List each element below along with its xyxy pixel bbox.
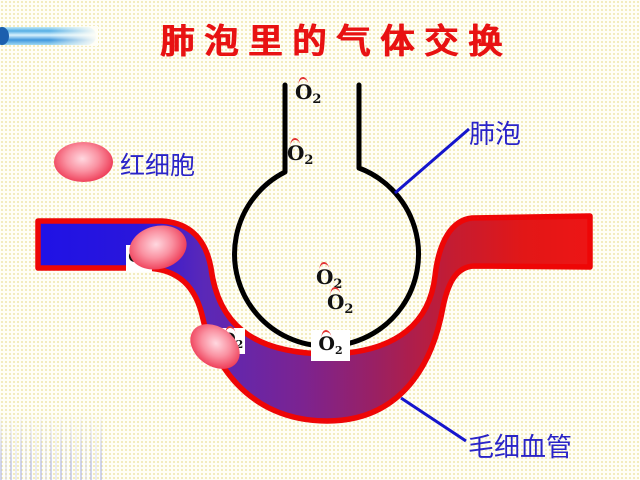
- decoration-bar: [0, 26, 98, 46]
- o2-motion-arrow-icon: [320, 329, 332, 339]
- o2-label: O2: [327, 286, 353, 316]
- o2-label: O2: [316, 261, 342, 291]
- watermark-stripes: [0, 412, 104, 480]
- slide-title: 肺泡里的气体交换: [160, 22, 512, 62]
- capillary-label: 毛细血管: [468, 433, 573, 463]
- red-blood-cell-legend-icon: [54, 142, 113, 182]
- o2-label: O2: [295, 76, 321, 106]
- alveolus-pointer-line: [394, 127, 470, 195]
- o2-label: O2: [318, 329, 343, 356]
- red-blood-cell-label: 红细胞: [120, 151, 196, 180]
- o2-crossing-membrane-box: O2: [311, 329, 350, 361]
- capillary-pointer-line: [400, 396, 467, 443]
- capillary-vessel: [35, 213, 593, 424]
- o2-label: O2: [287, 137, 313, 167]
- alveolus-label: 肺泡: [469, 120, 522, 150]
